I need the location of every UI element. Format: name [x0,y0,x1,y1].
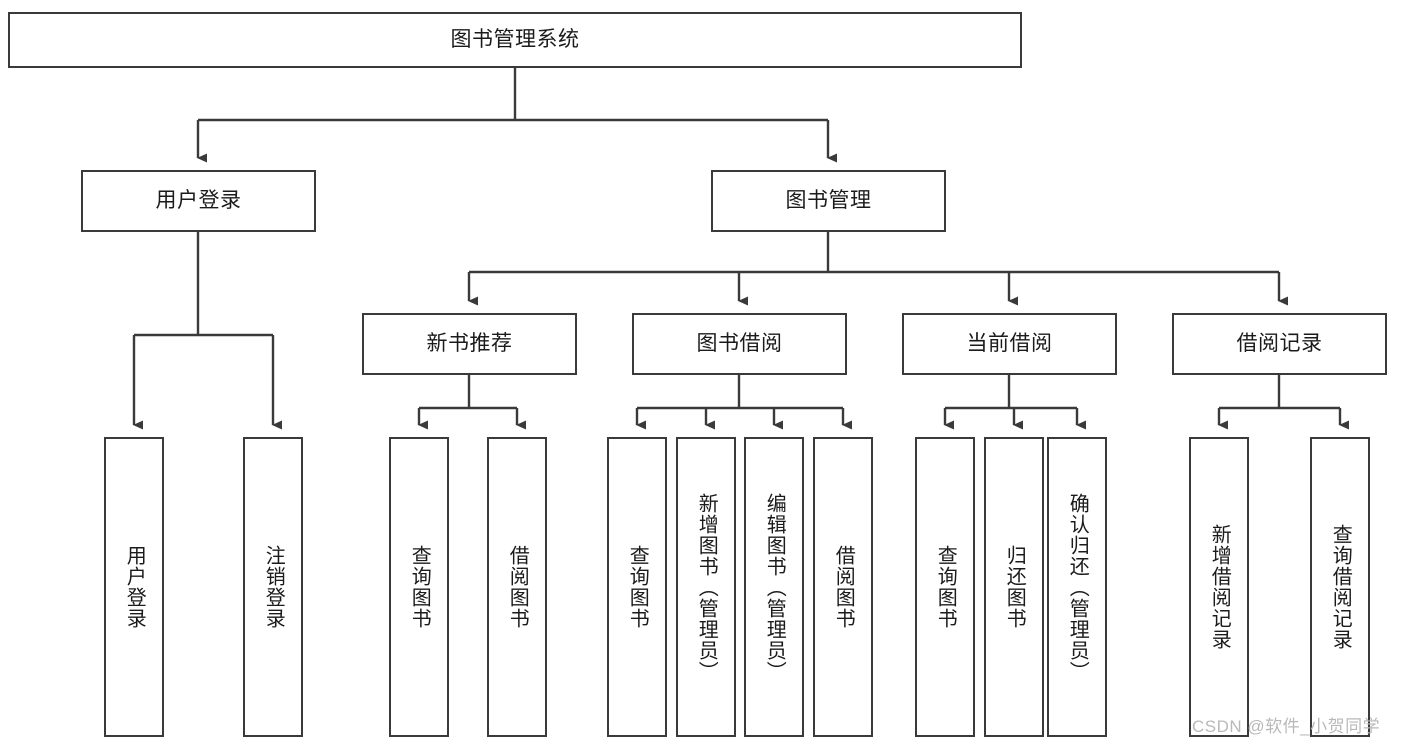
node-leaf-borrow-book-1[interactable]: 借阅图书 [487,437,547,737]
node-leaf-confirm-return-label: 确认归还（管理员） [1066,492,1089,682]
node-leaf-add-record[interactable]: 新增借阅记录 [1189,437,1249,737]
node-leaf-user-login-label: 用户登录 [123,545,146,629]
node-leaf-confirm-return[interactable]: 确认归还（管理员） [1047,437,1107,737]
node-current-borrow-label: 当前借阅 [966,331,1053,355]
node-leaf-query-book-3-label: 查询图书 [934,545,957,629]
node-leaf-borrow-book-1-label: 借阅图书 [506,545,529,629]
node-leaf-add-record-label: 新增借阅记录 [1208,524,1231,650]
node-user-login[interactable]: 用户登录 [81,170,316,232]
node-root-label: 图书管理系统 [450,27,580,51]
node-leaf-query-record[interactable]: 查询借阅记录 [1310,437,1370,737]
node-leaf-query-book-3[interactable]: 查询图书 [915,437,975,737]
node-leaf-add-book[interactable]: 新增图书（管理员） [676,437,736,737]
node-user-login-label: 用户登录 [155,188,242,212]
node-book-manage[interactable]: 图书管理 [711,170,946,232]
node-leaf-edit-book-label: 编辑图书（管理员） [763,492,786,682]
node-leaf-add-book-label: 新增图书（管理员） [695,492,718,682]
csdn-watermark: CSDN @软件_小贺同学 [1192,717,1381,736]
node-book-manage-label: 图书管理 [785,188,872,212]
node-leaf-query-book-1-label: 查询图书 [408,545,431,629]
node-root[interactable]: 图书管理系统 [8,12,1022,68]
node-book-borrow-label: 图书借阅 [696,331,783,355]
node-leaf-edit-book[interactable]: 编辑图书（管理员） [744,437,804,737]
node-leaf-return-book-label: 归还图书 [1003,545,1026,629]
node-borrow-record-label: 借阅记录 [1236,331,1323,355]
node-leaf-return-book[interactable]: 归还图书 [984,437,1044,737]
node-leaf-logout-login-label: 注销登录 [262,545,285,629]
node-leaf-logout-login[interactable]: 注销登录 [243,437,303,737]
node-leaf-query-book-2[interactable]: 查询图书 [607,437,667,737]
node-leaf-query-book-1[interactable]: 查询图书 [389,437,449,737]
node-leaf-query-book-2-label: 查询图书 [626,545,649,629]
node-current-borrow[interactable]: 当前借阅 [902,313,1117,375]
node-leaf-borrow-book-2[interactable]: 借阅图书 [813,437,873,737]
node-book-borrow[interactable]: 图书借阅 [632,313,847,375]
node-borrow-record[interactable]: 借阅记录 [1172,313,1387,375]
node-leaf-borrow-book-2-label: 借阅图书 [832,545,855,629]
node-new-book-recommend[interactable]: 新书推荐 [362,313,577,375]
node-leaf-query-record-label: 查询借阅记录 [1329,524,1352,650]
node-new-book-recommend-label: 新书推荐 [426,331,513,355]
node-leaf-user-login[interactable]: 用户登录 [104,437,164,737]
